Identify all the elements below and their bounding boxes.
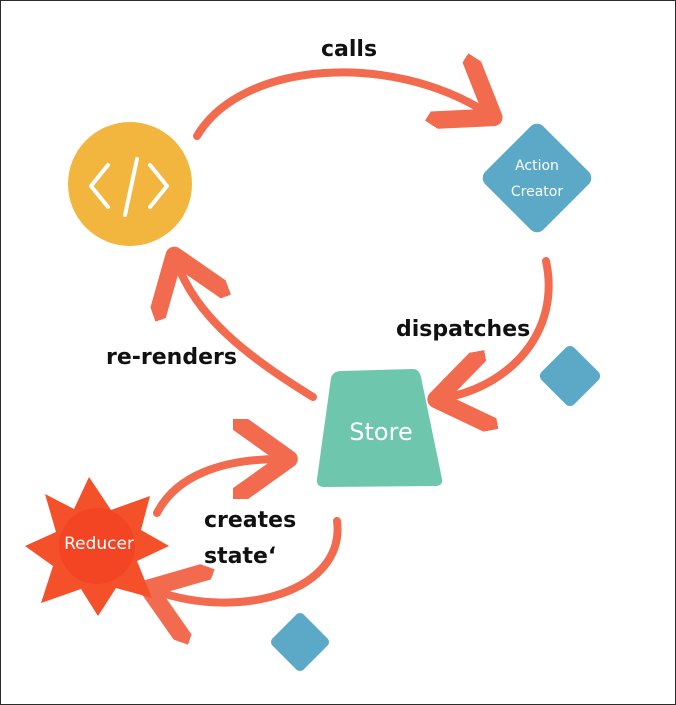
arrow-re-renders: [177, 263, 317, 401]
edge-label-dispatches: dispatches: [396, 317, 531, 342]
action-creator-label: Action Creator: [491, 153, 583, 205]
component-node: [68, 122, 192, 246]
edge-label-state: state‘: [204, 544, 277, 569]
code-brackets-icon: [89, 157, 169, 217]
action-creator-label-line2: Creator: [510, 184, 564, 200]
action-creator-node: [482, 123, 592, 233]
arrow-reducer-to-store: [153, 459, 281, 517]
edge-label-calls: calls: [321, 37, 378, 62]
store-label: Store: [349, 418, 413, 446]
reducer-node: [25, 477, 169, 616]
edge-label-creates: creates: [204, 508, 297, 533]
store-node: [316, 369, 443, 487]
action-token: [539, 345, 601, 407]
action-token: [270, 612, 330, 672]
arrow-dispatches: [444, 257, 553, 398]
arrow-creates-state: [156, 517, 342, 603]
arrow-calls: [193, 72, 487, 140]
edge-label-re-renders: re-renders: [106, 345, 237, 370]
reducer-label: Reducer: [64, 534, 134, 554]
action-creator-label-line1: Action: [515, 158, 559, 174]
